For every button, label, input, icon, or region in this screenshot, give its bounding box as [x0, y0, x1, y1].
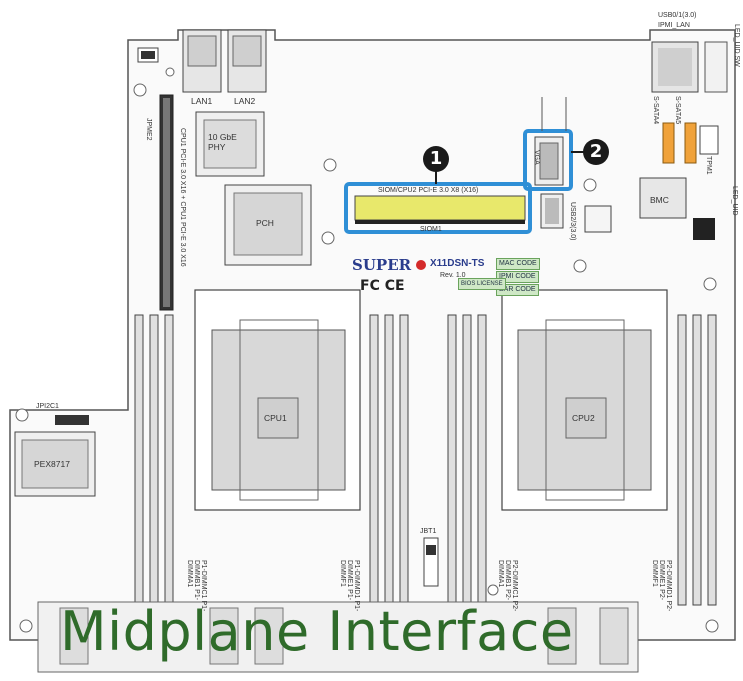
siom-slot-sublabel: SIOM1	[420, 226, 442, 233]
cpu2	[565, 397, 607, 439]
ssata5-connector	[684, 122, 697, 164]
siom-slot	[354, 195, 526, 221]
lan2-label: LAN2	[234, 96, 256, 106]
pch-label: PCH	[256, 218, 274, 228]
midplane-interface-title: Midplane Interface	[60, 600, 574, 663]
vga-label: VGA	[533, 150, 540, 165]
tpm-label: TPM1	[705, 156, 712, 175]
bios-license-sticker: BIOS LICENSE	[458, 278, 506, 290]
dimm-group-p1-left	[134, 314, 174, 606]
ssata4-label: S-SATA4	[652, 96, 659, 125]
small-chip	[584, 205, 612, 233]
lan1-label: LAN1	[191, 96, 213, 106]
bmc-chip	[639, 177, 687, 219]
usb-lan-label: USB0/1(3.0)	[658, 12, 697, 19]
revision-label: Rev. 1.0	[440, 272, 466, 279]
bar-code-sticker: BAR CODE	[496, 284, 539, 296]
cpu1	[257, 397, 299, 439]
usb23-label: USB2/3(3.0)	[569, 202, 576, 241]
brand-logo: SUPER	[352, 256, 412, 274]
callout-1: 1	[423, 146, 449, 172]
cpu1-label: CPU1	[264, 413, 287, 423]
vga-highlight	[523, 129, 573, 191]
dimm-group-p2-right	[677, 314, 717, 606]
ssata4-connector	[662, 122, 675, 164]
callout-2: 2	[583, 139, 609, 165]
brand-dot	[416, 260, 426, 270]
bios-chip	[693, 218, 715, 240]
left-pcie-label: CPU1 PCI-E 3.0 X16 + CPU1 PCI-E 3.0 X16	[179, 128, 186, 267]
mac-code-sticker: MAC CODE	[496, 258, 540, 270]
dimm-group-p1-right	[369, 314, 409, 606]
model-name: X11DSN-TS	[430, 258, 485, 269]
fcc-ce-mark: FC CE	[360, 278, 405, 294]
ipmi-code-sticker: IPMI CODE	[496, 271, 539, 283]
jpi-connector	[55, 415, 89, 425]
jpi-label: JPI2C1	[36, 403, 59, 410]
phy-label: 10 GbE PHY	[208, 132, 237, 152]
jbt-label: JBT1	[420, 528, 437, 535]
pex-label: PEX8717	[34, 459, 70, 469]
midplane-connector	[37, 601, 639, 673]
cpu2-label: CPU2	[572, 413, 595, 423]
ssata5-label: S-SATA5	[674, 96, 681, 125]
uid-led-label: LED_UID	[731, 186, 738, 216]
ipmi-lan-label: IPMI_LAN	[658, 22, 690, 29]
jpme-label: JPME2	[145, 118, 152, 141]
bmc-label: BMC	[650, 195, 669, 205]
siom-slot-label: SIOM/CPU2 PCI-E 3.0 X8 (X16)	[378, 187, 479, 194]
led-uid-label: LED_UID SW	[733, 24, 740, 67]
siom-slot-highlight	[344, 182, 532, 234]
dimm-label-p2-right: P2-DIMMD1 P2-DIMME1 P2-DIMMF1	[651, 560, 672, 612]
dimm-group-p2-left	[447, 314, 487, 606]
